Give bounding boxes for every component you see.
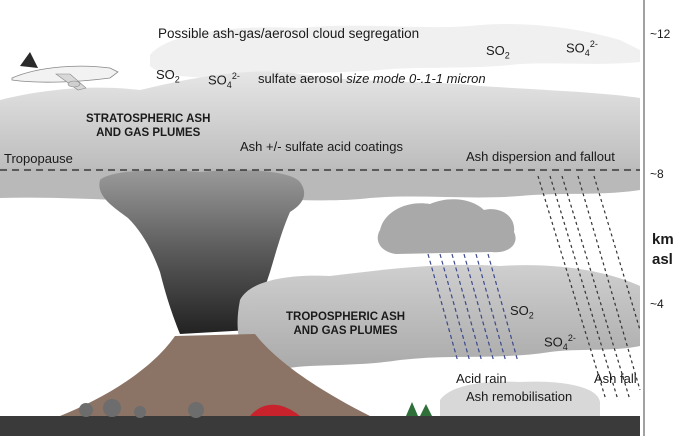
altitude-tick-12: ~12 bbox=[650, 27, 671, 41]
conifer-icons bbox=[406, 402, 432, 416]
altitude-tick-4: ~4 bbox=[650, 297, 664, 311]
ash-remobilisation-cloud bbox=[440, 381, 600, 416]
so2-lower-label: SO2 bbox=[510, 303, 534, 321]
ash-fall-label: Ash fall bbox=[594, 371, 637, 386]
tropopause-label: Tropopause bbox=[4, 151, 73, 166]
dispersion-label: Ash dispersion and fallout bbox=[466, 149, 615, 164]
so4-upper-label: SO42- bbox=[566, 39, 598, 58]
so4-mid-label: SO42- bbox=[208, 71, 240, 90]
acid-rain-streaks bbox=[427, 253, 519, 363]
coatings-label: Ash +/- sulfate acid coatings bbox=[240, 139, 403, 154]
lava-flow bbox=[250, 404, 300, 416]
volcano-cone bbox=[60, 334, 370, 416]
ash-fall-streaks bbox=[537, 175, 641, 401]
segregation-cloud bbox=[150, 23, 640, 78]
so2-mid-label: SO2 bbox=[156, 67, 180, 85]
ash-remobilisation-label: Ash remobilisation bbox=[466, 389, 573, 404]
acid-rain-label: Acid rain bbox=[456, 371, 507, 386]
plume-underside bbox=[0, 168, 640, 202]
stratospheric-plume bbox=[0, 71, 640, 168]
tree-icons bbox=[79, 399, 204, 418]
ground-strip bbox=[0, 416, 640, 436]
so2-upper-label: SO2 bbox=[486, 43, 510, 61]
segregation-label: Possible ash-gas/aerosol cloud segregati… bbox=[158, 26, 420, 41]
sulfate-aerosol-label: sulfate aerosol size mode 0-.1-1 micron bbox=[258, 71, 486, 86]
altitude-tick-8: ~8 bbox=[650, 167, 664, 181]
so4-lower-label: SO42- bbox=[544, 333, 576, 352]
airplane-icon bbox=[11, 52, 119, 91]
acid-rain-cloud bbox=[377, 199, 516, 254]
tropospheric-plume bbox=[237, 264, 641, 372]
